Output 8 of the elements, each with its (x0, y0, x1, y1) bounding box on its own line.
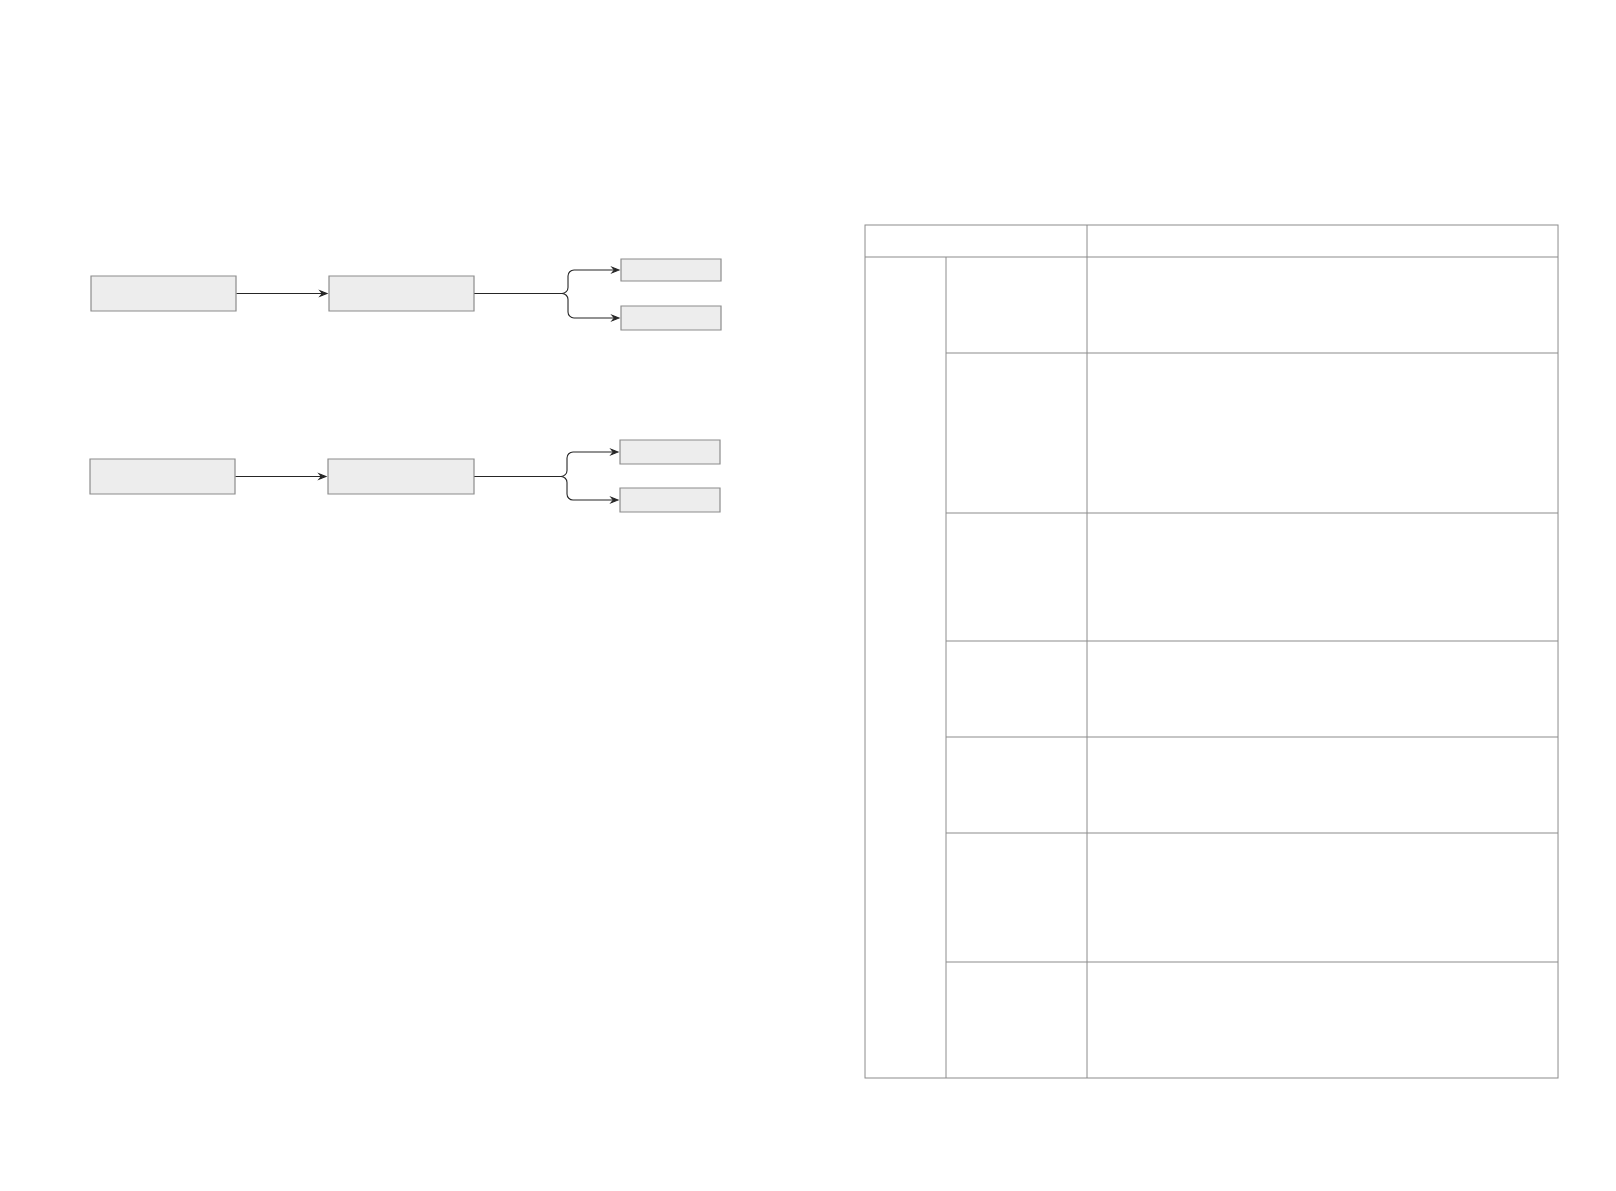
process-box (90, 275, 237, 312)
process-box (620, 258, 722, 282)
process-box (620, 305, 722, 331)
process-box (89, 458, 236, 495)
process-box (619, 487, 721, 513)
process-box (619, 439, 721, 465)
process-box (327, 458, 475, 495)
process-box (328, 275, 475, 312)
